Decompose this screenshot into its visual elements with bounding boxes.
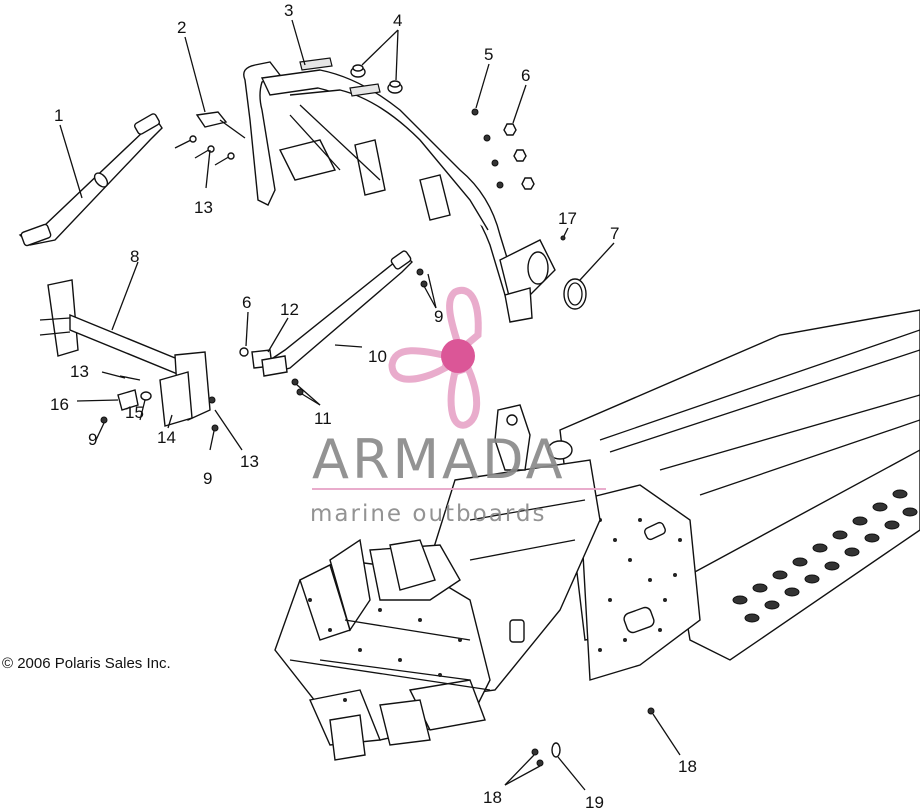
callout-7: 7 — [610, 224, 619, 243]
callout-11: 11 — [314, 409, 332, 428]
callout-8: 8 — [130, 247, 139, 266]
callout-18-right: 18 — [678, 757, 697, 776]
callout-16: 16 — [50, 395, 69, 414]
part-18-19-hardware — [531, 707, 655, 767]
callout-10: 10 — [368, 347, 387, 366]
callout-17: 17 — [558, 209, 577, 228]
armada-watermark: ARMADA marine outboards — [310, 286, 606, 527]
callout-9-mid: 9 — [203, 469, 212, 488]
callout-12: 12 — [280, 300, 299, 319]
part-5-6-bolts-nuts — [471, 108, 535, 190]
part-7-cap — [563, 278, 587, 310]
callout-labels: 1 2 3 4 5 6 7 13 17 8 6 12 9 10 13 16 15… — [50, 1, 697, 810]
part-15-16-hardware — [100, 375, 219, 432]
part-14-plate — [159, 371, 193, 427]
part-9-11-bolts — [291, 268, 428, 396]
callout-3: 3 — [284, 1, 293, 20]
part-2-bracket — [174, 111, 246, 166]
watermark-brand: ARMADA — [312, 428, 566, 491]
part-3-upper-frame — [243, 57, 556, 323]
callout-13-right: 13 — [240, 452, 259, 471]
part-12-bracket — [251, 349, 288, 377]
part-4-grommets — [350, 64, 403, 94]
callout-9-right: 9 — [434, 307, 443, 326]
callout-5: 5 — [484, 45, 493, 64]
watermark-tagline: marine outboards — [310, 501, 546, 527]
propeller-logo-icon — [388, 286, 482, 429]
callout-1: 1 — [54, 106, 63, 125]
callout-9-left: 9 — [88, 430, 97, 449]
callout-15: 15 — [125, 403, 144, 422]
callout-6: 6 — [521, 66, 530, 85]
callout-4: 4 — [393, 11, 402, 30]
callout-13-top: 13 — [194, 198, 213, 217]
running-board-holes — [732, 489, 918, 623]
chassis-front-frame — [274, 538, 491, 761]
part-6-nut — [239, 347, 249, 357]
callout-19: 19 — [585, 793, 604, 810]
callout-2: 2 — [177, 18, 186, 37]
callout-18-bottom: 18 — [483, 788, 502, 807]
leader-lines — [59, 19, 681, 791]
callout-6-lower: 6 — [242, 293, 251, 312]
copyright-notice: © 2006 Polaris Sales Inc. — [2, 655, 171, 672]
callout-14: 14 — [157, 428, 176, 447]
part-1-brace — [18, 113, 163, 247]
part-17-rivet — [560, 235, 566, 241]
callout-13-left: 13 — [70, 362, 89, 381]
